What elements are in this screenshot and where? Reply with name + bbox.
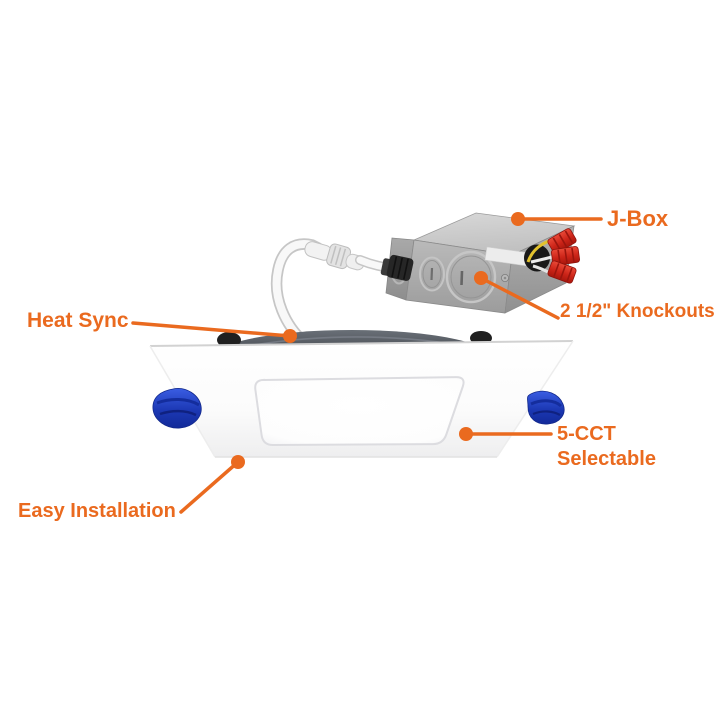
leader-dot-easy-installation [231,455,245,469]
callout-cct-line1: 5-CCT [557,423,616,445]
leader-dot-jbox [511,212,525,226]
spring-clip-left [152,388,202,429]
callout-jbox: J-Box [607,206,668,232]
callout-knockouts: 2 1/2" Knockouts [560,301,715,323]
wire-entry-hole [524,244,550,272]
callout-knockouts-label: 2 1/2" Knockouts [560,301,715,322]
callout-easy-installation: Easy Installation [18,500,176,523]
leader-line-heat-sync [131,321,292,338]
callout-easy-installation-label: Easy Installation [18,500,176,522]
junction-box [380,212,580,314]
cable-connector [304,241,365,271]
callout-cct-line2: Selectable [557,448,656,470]
callout-cct: 5-CCT Selectable [557,422,656,472]
strain-relief [380,254,414,281]
leader-dot-cct [459,427,473,441]
power-cable [270,238,324,348]
callout-jbox-label: J-Box [607,206,669,231]
leader-dot-knockouts [474,271,488,285]
callout-heat-sync: Heat Sync [27,309,129,333]
callout-heat-sync-label: Heat Sync [27,309,129,332]
spring-clip-right [527,390,565,425]
leader-dot-heat-sync [283,329,297,343]
leader-line-easy-installation [179,460,240,514]
wire-nut-bottom [547,260,577,284]
leader-line-knockouts [479,276,560,320]
knockout-large [445,250,497,304]
jbox-screw [500,273,509,282]
led-lens [254,376,465,447]
knockout-small [419,256,445,292]
wire-nut-middle [551,246,580,266]
